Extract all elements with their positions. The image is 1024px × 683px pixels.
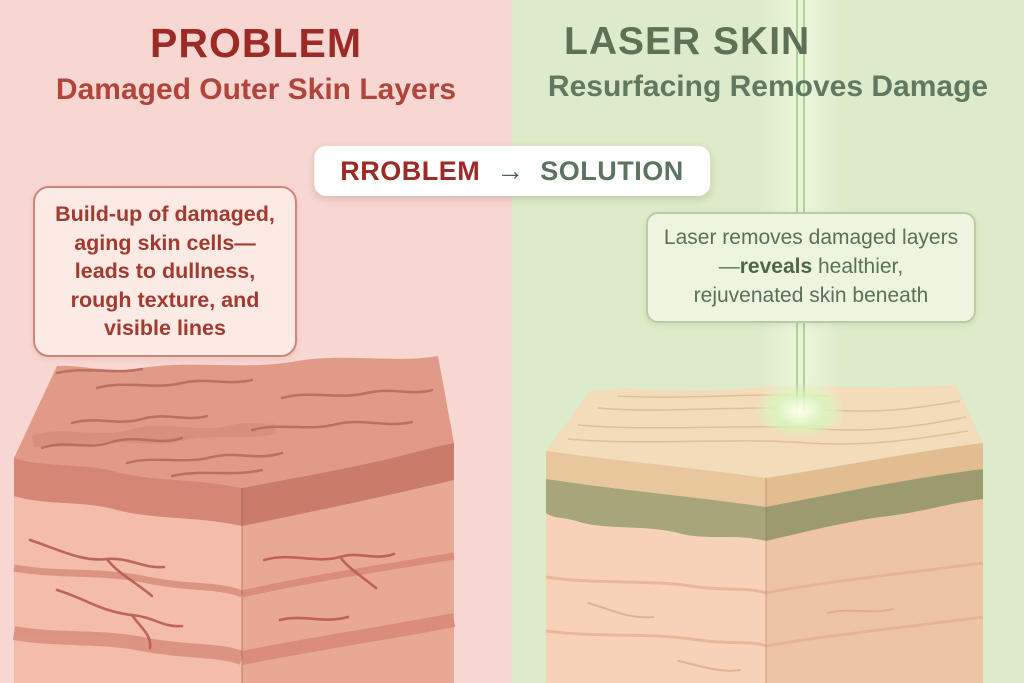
problem-callout: Build-up of damaged, aging skin cells— l…	[33, 186, 297, 357]
solution-callout-line2-prefix: —	[718, 254, 740, 278]
laser-beam-line-right	[802, 0, 805, 413]
laser-beam-line-left	[795, 0, 798, 413]
solution-callout-line2: —reveals healthier,	[656, 253, 966, 282]
damaged-skin-illustration	[12, 356, 456, 683]
treated-skin-block	[545, 385, 984, 683]
solution-callout: Laser removes damaged layers —reveals he…	[646, 212, 976, 323]
badge-problem-label: RROBLEM	[340, 155, 481, 186]
laser-beam-core	[797, 0, 803, 413]
rough-texture-strokes	[40, 367, 434, 478]
solution-header: LASER SKIN Resurfacing Removes Damage	[512, 20, 1024, 104]
solution-callout-line2-suffix: healthier,	[812, 254, 904, 278]
badge-solution-label: SOLUTION	[540, 155, 684, 186]
damaged-skin-block	[12, 356, 456, 683]
vein-lines	[28, 538, 396, 650]
problem-title: PROBLEM	[150, 20, 362, 66]
light-vein-lines	[587, 602, 894, 672]
laser-impact-glow	[756, 383, 844, 439]
arrow-right-icon: →	[496, 155, 525, 186]
layer-lines	[12, 552, 456, 665]
problem-header: PROBLEM Damaged Outer Skin Layers	[0, 20, 512, 107]
problem-solution-badge: RROBLEM → SOLUTION	[314, 146, 710, 196]
solution-subtitle: Resurfacing Removes Damage	[547, 70, 989, 103]
solution-callout-line1: Laser removes damaged layers	[663, 226, 959, 249]
healthy-layer-lines	[545, 561, 984, 648]
solution-callout-line2-bold: reveals	[739, 254, 813, 278]
solution-title: LASER SKIN	[564, 20, 811, 63]
laser-beam	[795, 0, 805, 413]
solution-callout-line3: rejuvenated skin beneath	[693, 283, 929, 307]
problem-subtitle: Damaged Outer Skin Layers	[55, 73, 457, 106]
